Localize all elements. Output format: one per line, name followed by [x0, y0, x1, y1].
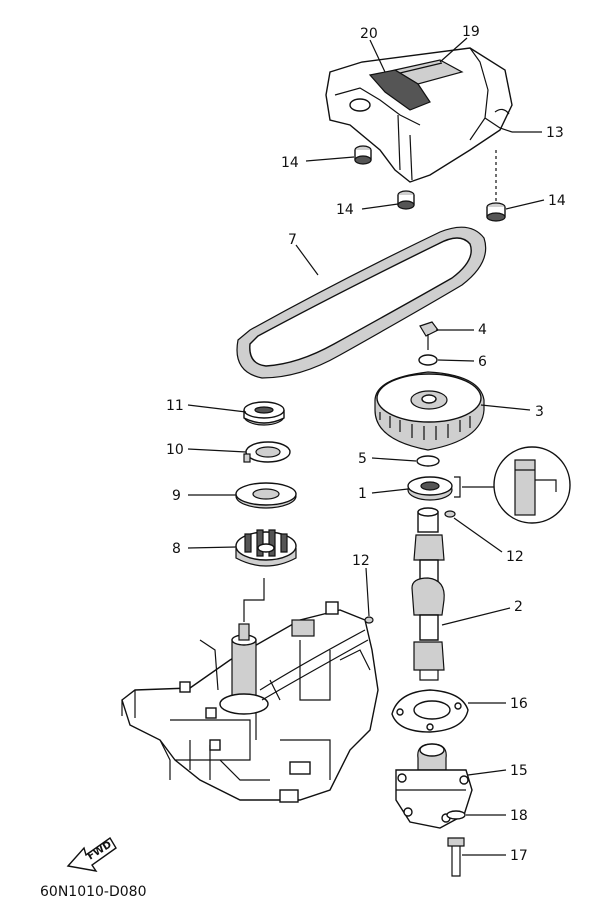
callout-4: 4 [478, 322, 487, 338]
callout-8: 8 [172, 541, 181, 557]
detail-inset [493, 446, 571, 524]
callout-15: 15 [510, 763, 528, 779]
callout-17: 17 [510, 848, 528, 864]
callout-14-left: 14 [281, 155, 299, 171]
part-10-lock-washer [243, 441, 291, 463]
pin-12-right [444, 510, 456, 518]
callout-9: 9 [172, 488, 181, 504]
cover-label-plate-20 [368, 69, 431, 111]
callout-13: 13 [546, 125, 564, 141]
cylinder-block [121, 601, 379, 803]
callout-14-center: 14 [336, 202, 354, 218]
callout-2: 2 [514, 599, 523, 615]
leader-lines [187, 37, 545, 856]
grommet-14-left [354, 145, 372, 165]
camshaft [411, 507, 445, 681]
pin-12-left [364, 616, 374, 624]
callout-10: 10 [166, 442, 184, 458]
callout-6: 6 [478, 354, 487, 370]
callout-11: 11 [166, 398, 184, 414]
bolt-4 [419, 321, 439, 350]
callout-labels: 20 19 13 14 14 14 7 4 6 3 11 10 5 1 9 12… [166, 24, 566, 864]
callout-5: 5 [358, 451, 367, 467]
camshaft-pulley [374, 371, 485, 451]
timing-belt [236, 226, 487, 379]
callout-14-right: 14 [548, 193, 566, 209]
grommet-14-center [397, 190, 415, 210]
callout-16: 16 [510, 696, 528, 712]
callout-1: 1 [358, 486, 367, 502]
part-11-nut [243, 401, 285, 426]
callout-7: 7 [288, 232, 297, 248]
part-8-drive-gear [235, 529, 297, 567]
washer-18 [446, 810, 466, 820]
bolt-17 [447, 837, 465, 877]
washer-6 [418, 354, 438, 366]
callout-3: 3 [535, 404, 544, 420]
drawing-code: 60N1010-D080 [40, 884, 146, 900]
part-9-plate [235, 482, 297, 509]
washer-5 [416, 455, 440, 467]
callout-12-right: 12 [506, 549, 524, 565]
callout-19: 19 [462, 24, 480, 40]
fwd-arrow-icon: FWD [66, 836, 117, 872]
callout-12-left: 12 [352, 553, 370, 569]
gasket [391, 689, 469, 733]
callout-20: 20 [360, 26, 378, 42]
bearing-1 [407, 476, 453, 501]
timing-belt-cover [325, 47, 513, 183]
grommet-14-right [486, 202, 506, 222]
callout-18: 18 [510, 808, 528, 824]
